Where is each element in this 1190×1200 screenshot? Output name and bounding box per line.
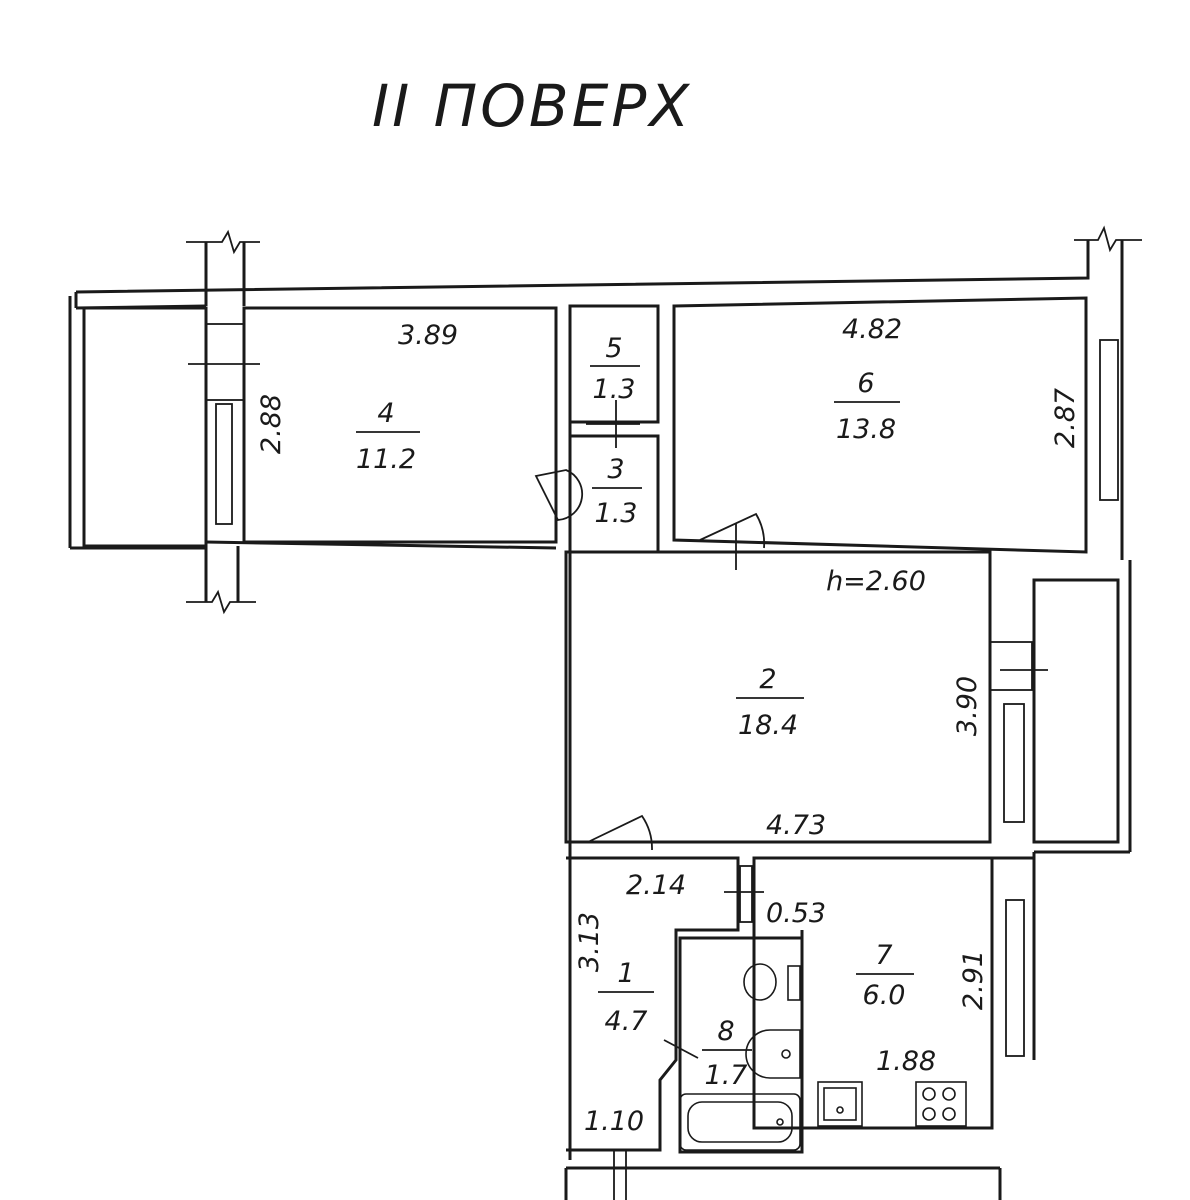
hall-depth-dim: 3.13 bbox=[574, 912, 605, 972]
door-icon bbox=[587, 814, 653, 851]
room-2-area: 18.4 bbox=[738, 710, 798, 741]
ceiling-height: h=2.60 bbox=[826, 566, 926, 597]
room4-depth-dim: 2.88 bbox=[256, 394, 287, 454]
room2-depth-dim: 3.90 bbox=[952, 676, 983, 736]
room-1-number: 1 bbox=[617, 958, 634, 989]
room-6 bbox=[672, 296, 1119, 570]
wall-break-top-right bbox=[1074, 225, 1142, 560]
wall-break-top-left bbox=[186, 229, 260, 306]
room-3 bbox=[534, 400, 660, 1160]
window-icon bbox=[1003, 703, 1025, 823]
balcony-right bbox=[1032, 560, 1132, 854]
room-5 bbox=[568, 304, 660, 424]
hall-width-dim: 2.14 bbox=[626, 870, 686, 901]
window-icon bbox=[1099, 339, 1119, 501]
exterior-wall-top bbox=[74, 240, 1090, 310]
room-1 bbox=[566, 856, 764, 1200]
toilet-icon bbox=[743, 963, 777, 1001]
stove-icon bbox=[915, 1081, 967, 1127]
room-1-area: 4.7 bbox=[605, 1006, 648, 1037]
room6-depth-dim: 2.87 bbox=[1050, 388, 1081, 448]
room-3-area: 1.3 bbox=[595, 498, 638, 529]
floor-title: II ПОВЕРХ bbox=[372, 72, 693, 140]
room-7-area: 6.0 bbox=[863, 980, 906, 1011]
room-3-number: 3 bbox=[607, 454, 624, 485]
room-labels: 4 11.2 5 1.3 3 1.3 6 13.8 2 18.4 1 4.7 8… bbox=[356, 333, 914, 1091]
kitchen-sink-icon bbox=[817, 1081, 863, 1127]
room-4-area: 11.2 bbox=[356, 444, 416, 475]
room-2-number: 2 bbox=[759, 664, 776, 695]
sink-icon bbox=[745, 1029, 801, 1079]
room6-width-dim: 4.82 bbox=[842, 314, 902, 345]
room-2 bbox=[564, 550, 1048, 851]
room-7-number: 7 bbox=[875, 940, 892, 971]
dimension-labels: 3.89 2.88 4.82 2.87 h=2.60 3.90 4.73 2.1… bbox=[256, 314, 1081, 1137]
room-6-area: 13.8 bbox=[836, 414, 896, 445]
door-icon bbox=[534, 469, 583, 521]
wall-break-bottom-left bbox=[186, 546, 256, 615]
room-bottom-partial bbox=[564, 1166, 1002, 1200]
kitchen-width-dim: 1.88 bbox=[876, 1046, 936, 1077]
corridor-width-dim: 1.10 bbox=[584, 1106, 644, 1137]
room-8-number: 8 bbox=[717, 1016, 734, 1047]
balcony-left bbox=[68, 296, 208, 550]
room2-width-dim: 4.73 bbox=[766, 810, 826, 841]
bathtub-icon bbox=[679, 1093, 801, 1151]
kitchen-depth-dim: 2.91 bbox=[958, 950, 989, 1010]
room-8-area: 1.7 bbox=[705, 1060, 748, 1091]
passage-width-dim: 0.53 bbox=[766, 898, 826, 929]
door-icon bbox=[699, 512, 766, 549]
room-7 bbox=[752, 852, 1036, 1130]
room-4-number: 4 bbox=[377, 398, 394, 429]
room-5-area: 1.3 bbox=[593, 374, 636, 405]
room4-width-dim: 3.89 bbox=[398, 320, 458, 351]
room-4 bbox=[188, 306, 558, 550]
room-5-number: 5 bbox=[605, 333, 622, 364]
window-icon bbox=[215, 403, 233, 525]
room-6-number: 6 bbox=[857, 368, 874, 399]
window-icon bbox=[1005, 899, 1025, 1057]
